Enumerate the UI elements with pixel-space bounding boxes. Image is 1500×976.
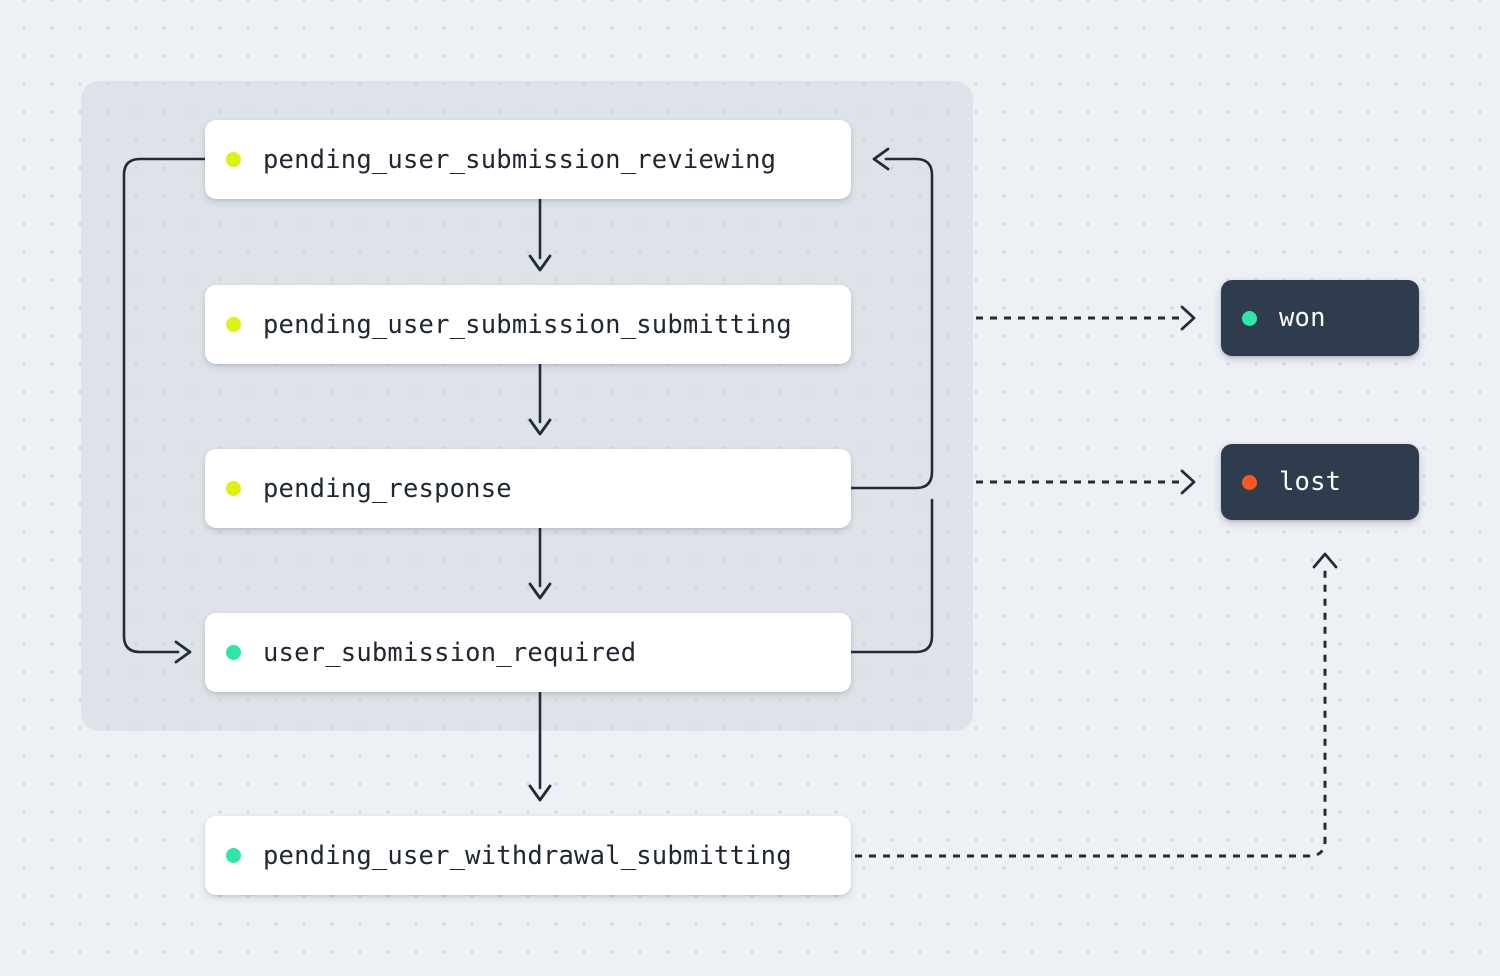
node-label: user_submission_required bbox=[263, 637, 637, 668]
node-label: pending_response bbox=[263, 473, 512, 504]
status-dot-pending bbox=[226, 317, 241, 332]
node-won[interactable]: won bbox=[1221, 280, 1419, 356]
node-label: lost bbox=[1279, 467, 1342, 497]
status-dot-pending bbox=[226, 152, 241, 167]
edge-pending-response-to-lost bbox=[976, 469, 1196, 495]
status-dot-active bbox=[226, 848, 241, 863]
node-pending-user-submission-reviewing[interactable]: pending_user_submission_reviewing bbox=[205, 120, 851, 199]
node-lost[interactable]: lost bbox=[1221, 444, 1419, 520]
node-pending-user-withdrawal-submitting[interactable]: pending_user_withdrawal_submitting bbox=[205, 816, 851, 895]
node-pending-user-submission-submitting[interactable]: pending_user_submission_submitting bbox=[205, 285, 851, 364]
edge-submitting-to-won bbox=[976, 305, 1196, 331]
node-label: pending_user_withdrawal_submitting bbox=[263, 840, 792, 871]
node-label: pending_user_submission_reviewing bbox=[263, 144, 777, 175]
status-dot-lost bbox=[1242, 474, 1257, 490]
node-label: won bbox=[1279, 303, 1326, 333]
node-pending-response[interactable]: pending_response bbox=[205, 449, 851, 528]
node-user-submission-required[interactable]: user_submission_required bbox=[205, 613, 851, 692]
node-label: pending_user_submission_submitting bbox=[263, 309, 792, 340]
status-dot-active bbox=[226, 645, 241, 660]
status-dot-pending bbox=[226, 481, 241, 496]
status-dot-won bbox=[1242, 310, 1257, 326]
